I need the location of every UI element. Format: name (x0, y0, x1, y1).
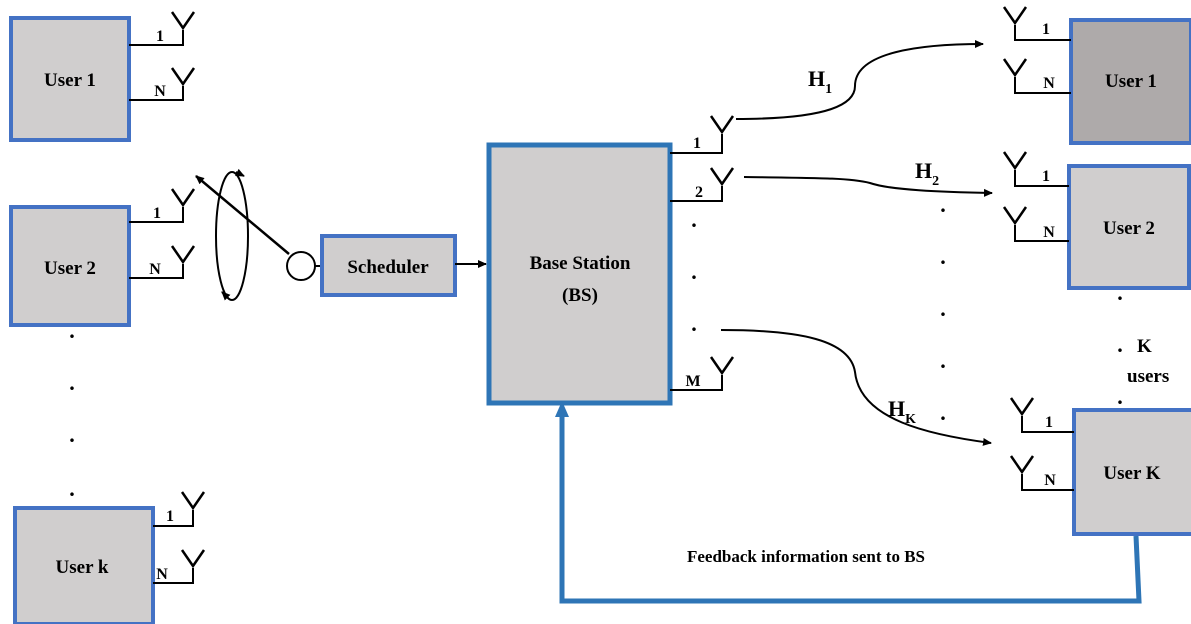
selector-switch (195, 168, 322, 301)
rotation-ellipse (215, 171, 249, 301)
mid-dot: . (940, 192, 946, 217)
left-user-2-ant-1: 1 (153, 205, 161, 222)
right-user-2-ant-1: 1 (1042, 168, 1050, 185)
antenna-icon (709, 356, 735, 376)
antenna-icon (1002, 58, 1028, 78)
channel-h2-arrow (743, 176, 993, 197)
left-user-1: User 1 1 N (9, 11, 196, 142)
left-user-k: User k 1 N (13, 491, 206, 624)
left-user-1-ant-1: 1 (156, 28, 164, 45)
left-user-2-label: User 2 (44, 258, 96, 279)
channel-h1-label: H1 (808, 66, 832, 97)
mid-dot: . (940, 348, 946, 373)
right-dot: . (1117, 332, 1123, 357)
mid-dot: . (940, 400, 946, 425)
antenna-icon (170, 67, 196, 87)
feedback-label: Feedback information sent to BS (687, 547, 925, 566)
right-user-1: User 1 1 N (1002, 6, 1191, 145)
scheduler: Scheduler (320, 234, 487, 297)
right-user-1-label: User 1 (1105, 71, 1157, 92)
switch-arm (195, 175, 290, 255)
right-user-k-ant-1: 1 (1045, 414, 1053, 431)
antenna-icon (709, 167, 735, 187)
channel-h1-arrow (735, 40, 984, 120)
feedback-path: Feedback information sent to BS (555, 401, 1142, 604)
left-user-k-ant-n: N (156, 566, 168, 583)
antenna-icon (170, 11, 196, 31)
right-user-k: User K 1 N (1009, 397, 1191, 536)
antenna-icon (1002, 151, 1028, 171)
scheduler-label: Scheduler (347, 257, 429, 278)
left-user-2-box (9, 205, 131, 327)
antenna-icon (1002, 6, 1028, 26)
right-dot: . (1117, 280, 1123, 305)
antenna-icon (170, 188, 196, 208)
channel-hk-label: HK (888, 396, 916, 427)
right-user-1-ant-n: N (1043, 75, 1055, 92)
right-user-k-label: User K (1103, 463, 1160, 484)
k-users-count: K (1137, 336, 1152, 357)
antenna-icon (180, 491, 206, 511)
left-dot: . (69, 476, 75, 501)
channel-h2: H2 (743, 158, 993, 197)
channel-hk-arrow (720, 329, 992, 446)
channel-hk: HK (720, 329, 992, 446)
antenna-icon (170, 245, 196, 265)
mid-dot: . (940, 244, 946, 269)
right-dot: . (1117, 384, 1123, 409)
left-user-k-ant-1: 1 (166, 508, 174, 525)
right-user-2-box (1067, 164, 1191, 290)
right-user-k-ant-n: N (1044, 472, 1056, 489)
channel-h2-label: H2 (915, 158, 939, 189)
base-station: Base Station (BS) 1 2 . . . M (486, 115, 735, 406)
right-user-1-box (1069, 18, 1191, 145)
antenna-icon (709, 115, 735, 135)
right-user-2-label: User 2 (1103, 218, 1155, 239)
left-user-1-ant-n: N (154, 83, 166, 100)
left-dot: . (69, 422, 75, 447)
bs-ant-2: 2 (695, 184, 703, 201)
left-user-k-box (13, 506, 155, 624)
scheduler-box (320, 234, 457, 297)
channel-h1: H1 (735, 40, 984, 120)
bs-dot: . (691, 259, 697, 284)
k-users-label: users (1127, 366, 1169, 387)
base-station-label: Base Station (530, 253, 631, 274)
mid-dot: . (940, 296, 946, 321)
antenna-icon (1009, 455, 1035, 475)
antenna-icon (180, 549, 206, 569)
antenna-icon (1009, 397, 1035, 417)
switch-pivot (286, 251, 316, 281)
right-user-k-box (1072, 408, 1191, 536)
bs-dot: . (691, 311, 697, 336)
base-station-box (486, 142, 673, 406)
right-user-1-ant-1: 1 (1042, 21, 1050, 38)
left-user-1-label: User 1 (44, 70, 96, 91)
base-station-label-abbr: (BS) (562, 285, 598, 306)
bs-ant-m: M (685, 373, 700, 390)
left-user-k-label: User k (56, 557, 109, 578)
left-dot: . (69, 318, 75, 343)
bs-ant-1: 1 (693, 135, 701, 152)
feedback-arrow (555, 401, 1142, 604)
left-user-2: User 2 1 N (9, 188, 196, 327)
right-user-2: User 2 1 N (1002, 151, 1191, 290)
left-user-2-ant-n: N (149, 261, 161, 278)
left-dot: . (69, 370, 75, 395)
bs-dot: . (691, 207, 697, 232)
left-user-1-box (9, 16, 131, 142)
right-user-2-ant-n: N (1043, 224, 1055, 241)
antenna-icon (1002, 206, 1028, 226)
